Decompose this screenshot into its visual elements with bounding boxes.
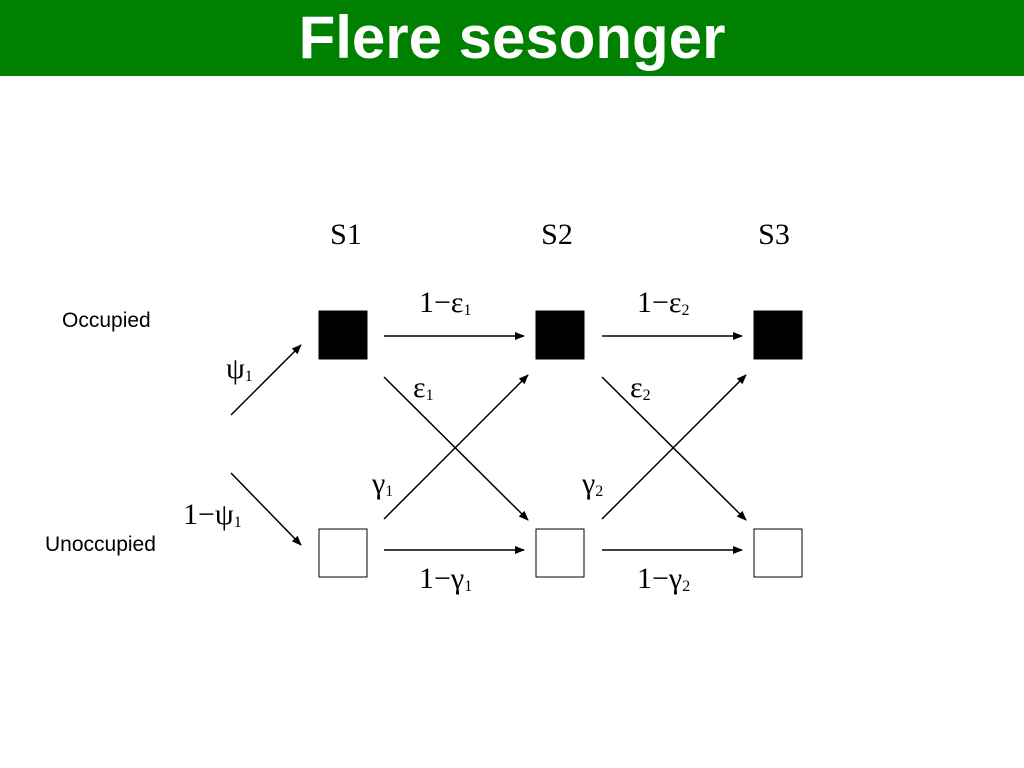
colonization-label-2: γ2 bbox=[581, 467, 603, 500]
unoccupied-box-s2 bbox=[535, 528, 585, 578]
extinction-label-1: ε1 bbox=[413, 371, 434, 404]
unoccupied-box-s3 bbox=[753, 528, 803, 578]
occupied-row-label: Occupied bbox=[62, 309, 151, 332]
stage-label-s3: S3 bbox=[758, 218, 790, 251]
occupied-box-s1 bbox=[318, 310, 368, 360]
colonization-arrow-2 bbox=[601, 374, 747, 520]
stay-empty-label-1: 1−γ1 bbox=[419, 562, 472, 595]
extinction-arrow-1 bbox=[383, 376, 529, 521]
title-bar bbox=[0, 0, 1024, 76]
colonization-label-1: γ1 bbox=[371, 467, 393, 500]
one-minus-psi1-label: 1−ψ1 bbox=[183, 498, 242, 531]
slide-title: Flere sesonger bbox=[298, 4, 726, 71]
colonization-arrow-1 bbox=[383, 374, 529, 520]
stay-empty-label-2: 1−γ2 bbox=[637, 562, 690, 595]
occupied-box-s2 bbox=[535, 310, 585, 360]
unoccupied-row-label: Unoccupied bbox=[45, 533, 156, 556]
stage-label-s1: S1 bbox=[330, 218, 362, 251]
persist-label-1: 1−ε1 bbox=[419, 286, 472, 319]
unoccupied-box-s1 bbox=[318, 528, 368, 578]
persist-label-2: 1−ε2 bbox=[637, 286, 690, 319]
extinction-label-2: ε2 bbox=[630, 371, 651, 404]
stage-label-s2: S2 bbox=[541, 218, 573, 251]
initial-occupied-arrow bbox=[230, 344, 302, 416]
initial-unoccupied-arrow bbox=[230, 472, 302, 546]
extinction-arrow-2 bbox=[601, 376, 747, 521]
occupied-box-s3 bbox=[753, 310, 803, 360]
psi1-label: ψ1 bbox=[226, 352, 253, 385]
